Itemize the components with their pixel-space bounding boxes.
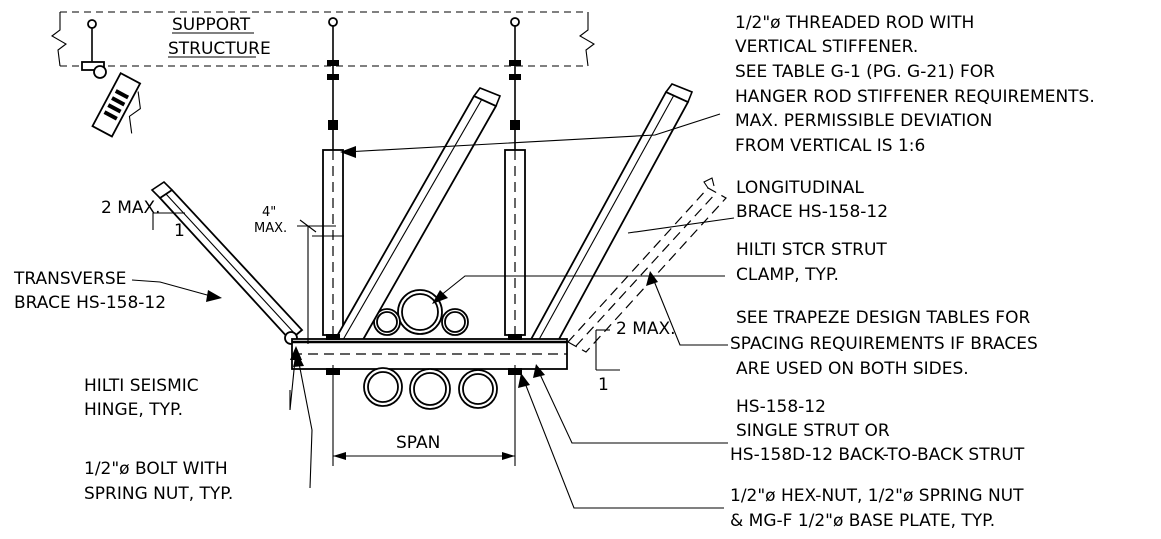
note-transverse: TRANSVERSE BRACE HS-158-12	[13, 269, 166, 313]
rod-note-2: VERTICAL STIFFENER.	[735, 37, 918, 57]
slope-left-max: 2 MAX.	[101, 198, 161, 218]
bolt-2: SPRING NUT, TYP.	[84, 484, 233, 504]
rod-note-4: HANGER ROD STIFFENER REQUIREMENTS.	[735, 87, 1095, 107]
span-dimension: SPAN	[332, 365, 516, 466]
rod-note-6: FROM VERTICAL IS 1:6	[735, 136, 925, 156]
slope-right-one: 1	[598, 375, 609, 395]
hexnut-1: 1/2"ø HEX-NUT, 1/2"ø SPRING NUT	[730, 486, 1024, 506]
slope-right: 2 MAX. 1	[595, 319, 676, 395]
leader-lines	[131, 113, 735, 509]
rod-note-3: SEE TABLE G-1 (PG. G-21) FOR	[735, 62, 995, 82]
slope-left: 2 MAX. 1	[101, 198, 185, 241]
longitudinal-brace	[567, 177, 727, 353]
spacing-2: SPACING REQUIREMENTS IF BRACES	[730, 334, 1038, 354]
transverse-1: TRANSVERSE	[13, 269, 126, 289]
threaded-rod-right	[504, 17, 526, 345]
ceiling-attachment	[81, 19, 142, 138]
note-hinge: HILTI SEISMIC HINGE, TYP.	[84, 376, 199, 420]
dimension-4in: 4" MAX.	[254, 205, 344, 344]
clamp-1: HILTI STCR STRUT	[736, 240, 887, 260]
note-longitudinal: LONGITUDINAL BRACE HS-158-12	[736, 178, 888, 222]
support-structure-label-2: STRUCTURE	[168, 39, 271, 59]
strut-2: SINGLE STRUT OR	[736, 421, 890, 441]
span-label: SPAN	[396, 433, 440, 453]
dim-4-inch: 4"	[262, 205, 276, 220]
long-brace-1: LONGITUDINAL	[736, 178, 864, 198]
rod-note-5: MAX. PERMISSIBLE DEVIATION	[735, 111, 992, 131]
note-clamp: HILTI STCR STRUT CLAMP, TYP.	[736, 240, 887, 285]
clamp-2: CLAMP, TYP.	[736, 265, 839, 285]
slope-right-max: 2 MAX.	[616, 319, 676, 339]
long-brace-2: BRACE HS-158-12	[736, 202, 888, 222]
transverse-2: BRACE HS-158-12	[14, 293, 166, 313]
spacing-3: ARE USED ON BOTH SIDES.	[736, 359, 969, 379]
threaded-rod-left	[322, 17, 344, 345]
pipes-lower	[363, 367, 498, 410]
dim-max: MAX.	[254, 221, 287, 236]
support-structure: SUPPORT STRUCTURE	[51, 11, 595, 67]
bolt-1: 1/2"ø BOLT WITH	[84, 459, 228, 479]
spacing-1: SEE TRAPEZE DESIGN TABLES FOR	[736, 308, 1030, 328]
note-threaded-rod: 1/2"ø THREADED ROD WITH VERTICAL STIFFEN…	[735, 13, 1095, 156]
transverse-brace	[150, 180, 304, 345]
note-strut: HS-158-12 SINGLE STRUT OR HS-158D-12 BAC…	[730, 397, 1025, 465]
note-hexnut: 1/2"ø HEX-NUT, 1/2"ø SPRING NUT & MG-F 1…	[730, 486, 1024, 531]
strut-1: HS-158-12	[736, 397, 826, 417]
support-structure-label-1: SUPPORT	[172, 15, 251, 35]
pipes-upper	[373, 289, 469, 336]
note-bolt: 1/2"ø BOLT WITH SPRING NUT, TYP.	[84, 459, 233, 504]
hinge-1: HILTI SEISMIC	[84, 376, 199, 396]
slope-left-one: 1	[174, 221, 185, 241]
note-spacing: SEE TRAPEZE DESIGN TABLES FOR SPACING RE…	[730, 308, 1038, 379]
hexnut-2: & MG-F 1/2"ø BASE PLATE, TYP.	[730, 511, 995, 531]
hinge-2: HINGE, TYP.	[84, 400, 183, 420]
strut-3: HS-158D-12 BACK-TO-BACK STRUT	[730, 445, 1025, 465]
rod-note-1: 1/2"ø THREADED ROD WITH	[735, 13, 974, 33]
inner-brace-right	[526, 83, 694, 354]
